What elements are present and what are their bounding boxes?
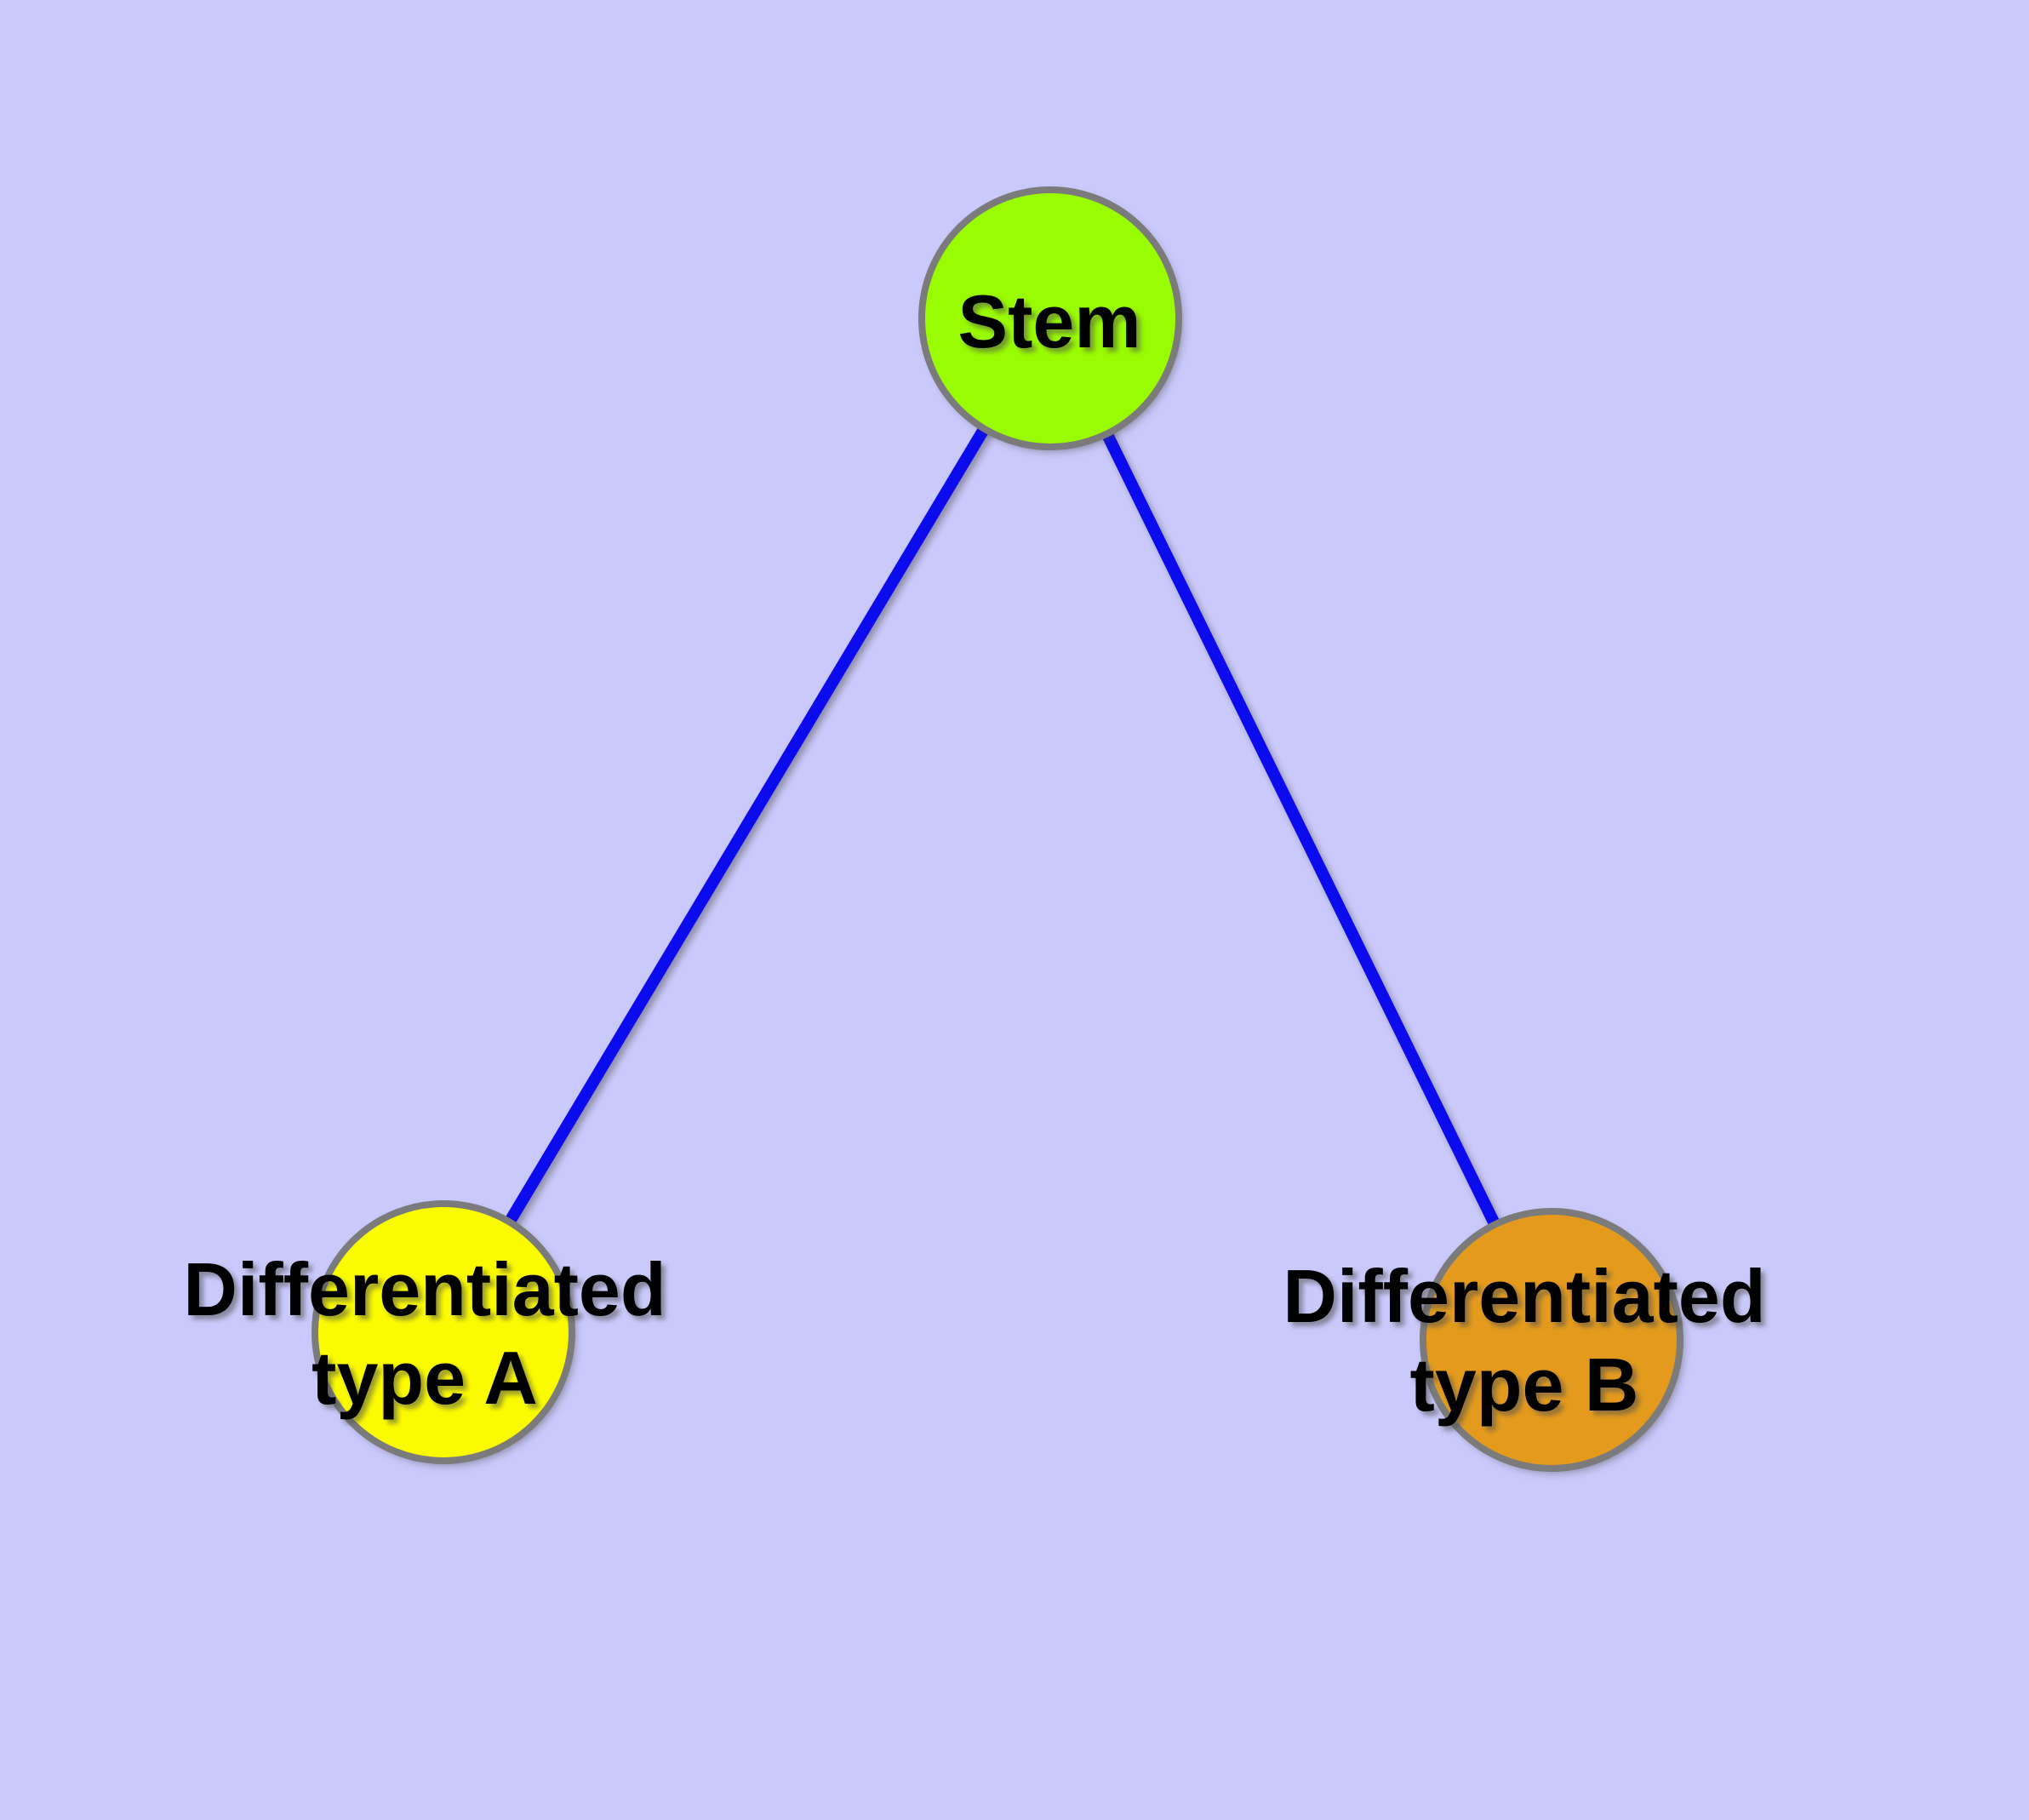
edge-stem-to-type-b: [1044, 315, 1557, 1343]
type-b-node-circle: [1423, 1211, 1680, 1468]
edge-stem-to-type-a: [437, 315, 1056, 1336]
stem-node-border: [918, 186, 1182, 450]
stem-node: Stem: [918, 186, 1182, 450]
type-a-node: Differentiated type A: [183, 1200, 666, 1464]
stem-node-label: Stem: [957, 279, 1140, 363]
type-b-node-border: [1420, 1208, 1683, 1472]
type-a-node-border: [311, 1200, 575, 1464]
stem-node-circle: [922, 190, 1179, 447]
type-a-node-circle: [315, 1204, 572, 1461]
type-b-label-line-1: Differentiated: [1283, 1254, 1765, 1338]
type-a-label-line-1: Differentiated: [183, 1247, 666, 1331]
type-b-label-line-2: type B: [1410, 1342, 1639, 1427]
type-b-node: Differentiated type B: [1283, 1208, 1766, 1472]
type-a-label-line-2: type A: [311, 1336, 538, 1420]
